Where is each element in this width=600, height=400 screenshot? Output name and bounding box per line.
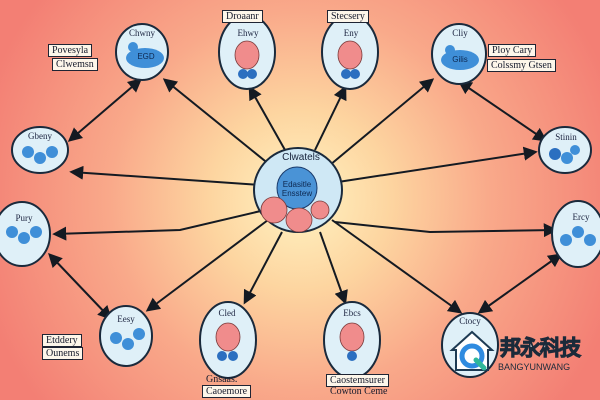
node-right [551, 200, 600, 268]
node-label-top-right: Cliy [452, 28, 468, 38]
node-top-left [115, 23, 169, 81]
connector-arrow [319, 231, 348, 305]
center-inner-text: Edasitle Ensstew [281, 180, 313, 198]
callout-bottom-left-1: Etddery [42, 334, 82, 347]
connector-arrow [162, 78, 271, 166]
callout-bottom-mid-d: Cowton Ceme [330, 386, 388, 397]
connector-arrow [457, 80, 548, 142]
node-mid-right [538, 126, 592, 174]
node-label-bottom-mid-left: Cled [218, 308, 236, 318]
node-label-top-left: Chwny [128, 28, 155, 38]
connector-arrow [329, 78, 435, 166]
connector-arrow [314, 85, 347, 151]
watermark-logo: 邦永科技 BANGYUNWANG [448, 328, 588, 378]
callout-bottom-mid-c: Caostemsurer [326, 374, 389, 387]
node-label-mid-right: Stinin [555, 132, 577, 142]
connector-arrow [331, 219, 463, 314]
connector-arrow [248, 85, 286, 151]
node-label-bottom-mid-right: Ebcs [343, 308, 361, 318]
node-bottom-left [99, 305, 153, 367]
node-label-bottom-right: Ctocy [459, 316, 481, 326]
node-top-right [431, 23, 487, 85]
callout-bottom-mid-a: Gnsaas. [206, 374, 238, 385]
node-label-mid-left: Gbeny [28, 131, 52, 141]
watermark-subtitle: BANGYUNWANG [498, 362, 571, 372]
connector-arrow [477, 253, 563, 314]
callout-left-top-1: Povesyla [48, 44, 93, 57]
connector-arrow [334, 221, 558, 238]
connector-arrow [243, 231, 283, 305]
node-bottom-mid-left [199, 301, 257, 379]
callout-bottom-mid-b: Caoemore [202, 385, 252, 398]
node-label-top-mid-right: Eny [343, 28, 359, 38]
node-label-top-mid-left: Ehwy [237, 28, 259, 38]
node-top-mid-left [218, 14, 276, 90]
connector-arrow [48, 252, 112, 321]
callout-left-top-2: Clwemsn [52, 58, 98, 71]
connector-arrow [337, 146, 538, 183]
callout-bottom-left-2: Ounems [42, 347, 84, 360]
center-hub [253, 147, 343, 233]
node-top-mid-right [321, 14, 379, 90]
callout-top-a: Droaanr [222, 10, 263, 23]
callout-right-top-2: Colssmy Gtsen [487, 59, 556, 72]
callout-right-top-1: Ploy Cary [488, 44, 537, 57]
node-mid-left [11, 126, 69, 174]
callout-top-b: Stecsery [327, 10, 369, 23]
connector-arrow [145, 219, 269, 312]
connector-arrow [52, 209, 266, 241]
node-inner-top-right: Gilis [452, 55, 468, 64]
house-logo-icon [449, 330, 495, 371]
watermark-title: 邦永科技 [500, 336, 582, 361]
connector-arrow [67, 78, 143, 142]
node-left [0, 201, 51, 267]
center-title: Clwatels [282, 152, 320, 163]
connector-arrow [69, 165, 261, 186]
node-label-right: Ercy [572, 212, 590, 222]
node-label-bottom-left: Eesy [117, 314, 135, 324]
node-label-left: Pury [15, 213, 33, 223]
node-inner-top-left: EGD [137, 52, 155, 61]
node-bottom-mid-right [323, 301, 381, 379]
